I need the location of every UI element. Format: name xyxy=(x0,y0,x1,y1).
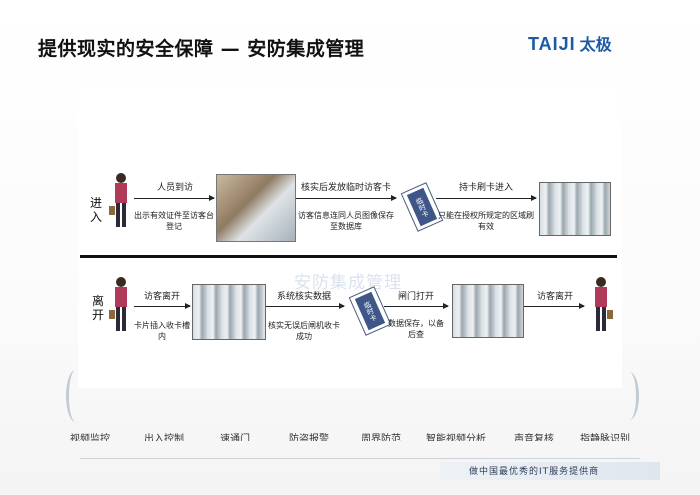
turnstile-photo-entry xyxy=(539,182,611,236)
entry-stage-label: 进入 xyxy=(90,196,103,224)
exit-arrow-1 xyxy=(134,303,191,309)
bottom-item-6: 智能视频分析 xyxy=(426,434,486,445)
bottom-item-3: 速通门 xyxy=(220,434,250,445)
exit-arrow2-label: 系统核实数据 xyxy=(276,292,331,302)
bottom-item-2: 出入控制 xyxy=(144,434,184,445)
section-divider xyxy=(80,255,617,258)
exit-arrow2-note: 核实无误后闸机收卡成功 xyxy=(268,321,340,341)
entry-arrow1-label: 人员到访 xyxy=(156,183,193,193)
watermark-text: 安防集成管理 xyxy=(294,273,402,293)
entry-arrow-3 xyxy=(436,195,537,201)
slide-title: 提供现实的安全保障 — 安防集成管理 xyxy=(38,38,365,60)
strip-right-edge xyxy=(620,372,639,420)
exit-arrow4-label: 访客离开 xyxy=(536,292,573,302)
entry-arrow2-label: 核实后发放临时访客卡 xyxy=(300,183,391,193)
exit-stage-label: 离开 xyxy=(92,294,105,322)
visitor-figure-exit-end xyxy=(595,277,613,331)
bottom-item-4: 防盗报警 xyxy=(289,434,329,445)
bottom-item-8: 指静脉识别 xyxy=(580,434,630,445)
exit-arrow3-note: 数据保存，以备后查 xyxy=(388,319,444,339)
logo-chinese-text: 太极 xyxy=(579,35,612,54)
bottom-item-5: 周界防范 xyxy=(361,434,401,445)
visitor-desk-photo xyxy=(216,174,296,242)
exit-arrow-3 xyxy=(384,303,449,309)
entry-arrow-1 xyxy=(134,195,215,201)
flow-diagram-panel xyxy=(78,88,622,388)
entry-arrow3-label: 持卡刷卡进入 xyxy=(458,183,513,193)
exit-arrow-2 xyxy=(266,303,345,309)
turnstile-photo-exit-2 xyxy=(452,284,524,338)
exit-arrow3-label: 闸门打开 xyxy=(397,292,434,302)
entry-arrow3-note: 只能在授权所规定的区域刷有效 xyxy=(438,211,534,231)
logo-latin-text: TAIJI xyxy=(528,34,576,54)
exit-arrow1-label: 访客离开 xyxy=(143,292,180,302)
footer-band xyxy=(440,462,660,480)
footer-slogan: 做中国最优秀的IT服务提供商 xyxy=(469,467,600,477)
footer-rule xyxy=(80,458,640,459)
bottom-item-1: 视频监控 xyxy=(70,434,110,445)
turnstile-photo-exit-1 xyxy=(192,284,266,340)
card-text-entry: 临时卡 xyxy=(414,195,430,219)
visitor-figure-entry xyxy=(109,173,127,227)
card-text-exit: 临时卡 xyxy=(362,299,378,323)
exit-arrow-4 xyxy=(524,303,585,309)
entry-arrow1-note: 出示有效证件至访客台登记 xyxy=(134,211,214,231)
taiji-logo: TAIJI 太极 xyxy=(528,31,612,55)
entry-arrow2-note: 访客信息连同人员图像保存至数据库 xyxy=(298,211,394,231)
strip-left-edge xyxy=(66,370,85,422)
bottom-item-7: 声音复核 xyxy=(514,434,554,445)
visitor-figure-exit xyxy=(109,277,127,331)
exit-arrow1-note: 卡片插入收卡槽内 xyxy=(134,321,190,341)
entry-arrow-2 xyxy=(296,195,397,201)
